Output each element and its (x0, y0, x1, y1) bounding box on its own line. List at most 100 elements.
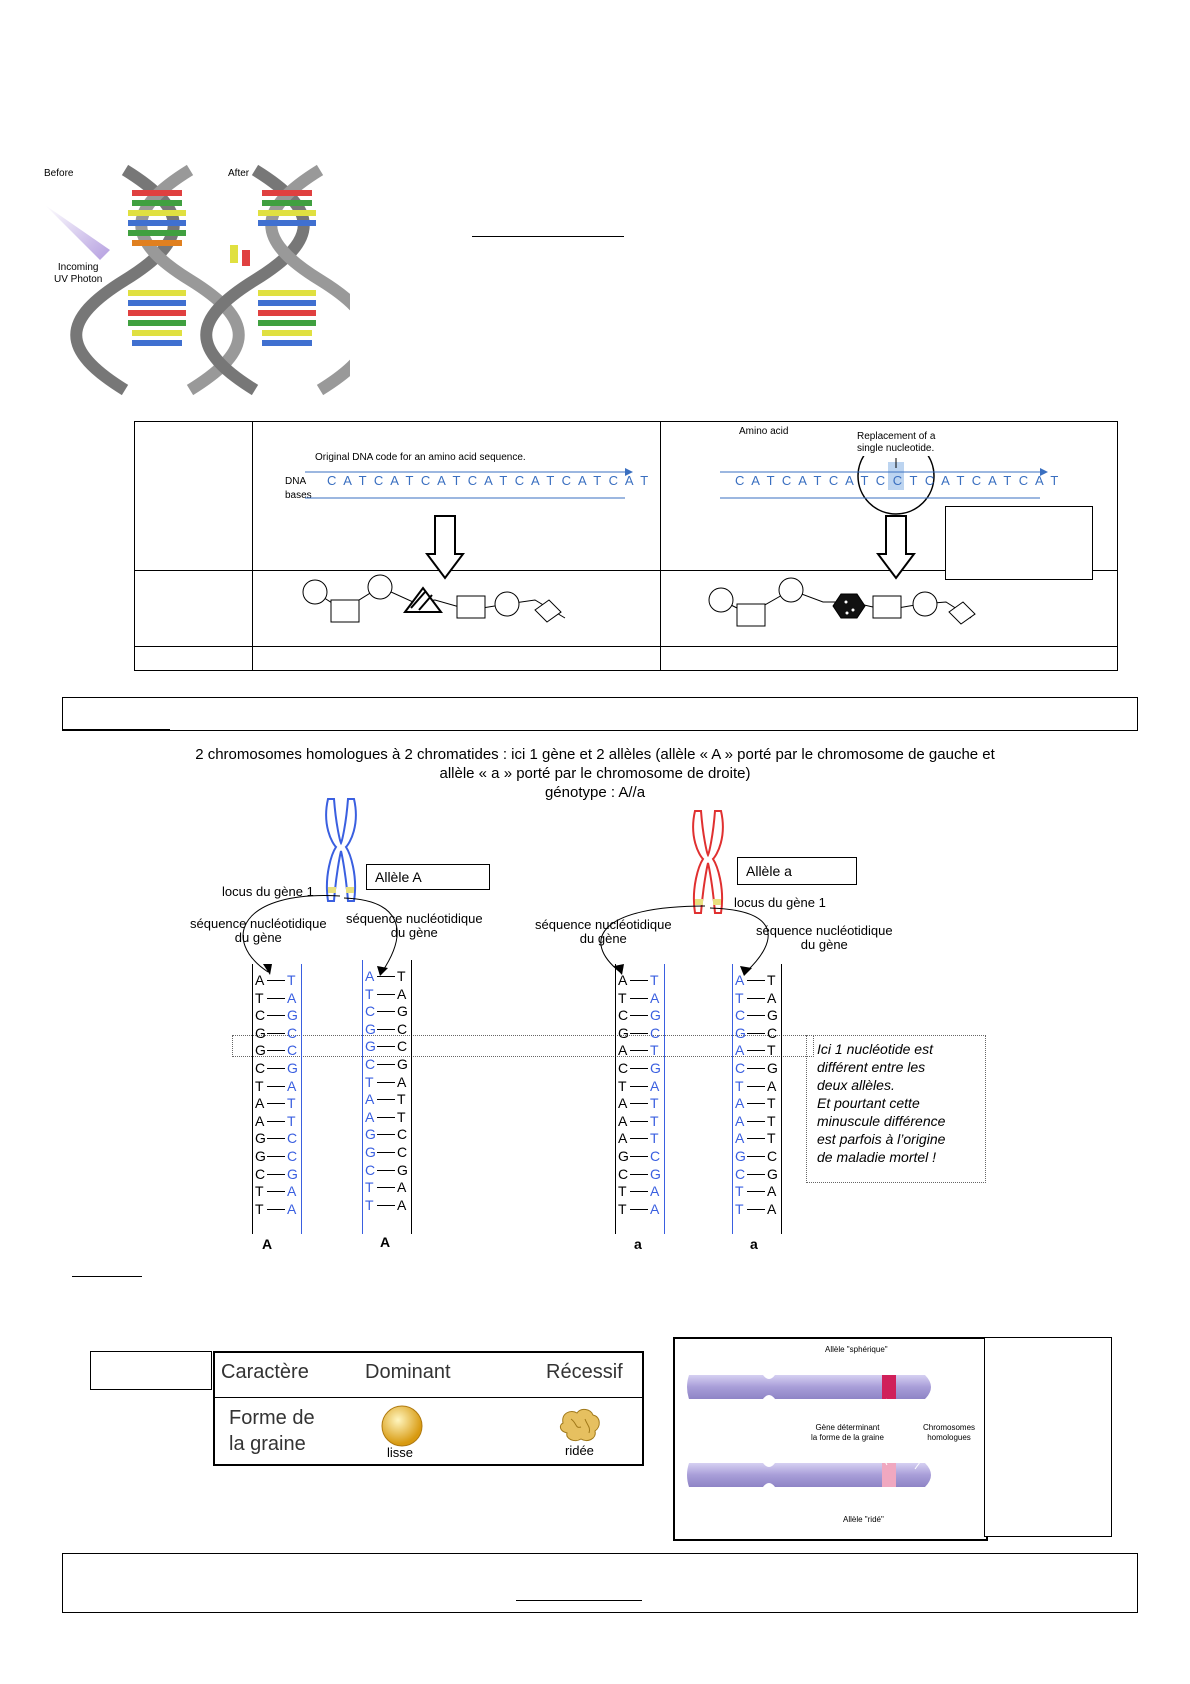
down-arrow-left (425, 515, 465, 580)
final-underline (516, 1600, 642, 1601)
base-right: A (397, 985, 407, 1002)
amino-chain-right (708, 577, 976, 627)
blue-chromosome (325, 798, 357, 902)
base-left: C (255, 1165, 266, 1182)
bond-line (267, 1050, 285, 1052)
conclusion-box[interactable] (62, 697, 1138, 731)
bond-line (377, 1011, 395, 1013)
base-left: G (735, 1148, 746, 1164)
base-left: A (618, 1112, 628, 1129)
base-right: G (650, 1165, 661, 1182)
bond-line (377, 993, 395, 995)
red-chromosome (692, 810, 724, 914)
bond-line (377, 1046, 395, 1048)
base-left: G (618, 1148, 629, 1164)
base-left: T (255, 1077, 264, 1094)
base-right: C (650, 1148, 661, 1164)
bond-line (630, 980, 648, 981)
base-left: C (255, 1060, 266, 1076)
base-right: C (287, 1148, 298, 1164)
bond-line (747, 1085, 765, 1087)
base-right: A (650, 1200, 660, 1217)
base-left: G (618, 1024, 629, 1041)
header-dominant: Dominant (365, 1361, 451, 1383)
sequence-arrows (242, 895, 769, 976)
bond-line (267, 1173, 285, 1175)
base-left: T (255, 1200, 264, 1217)
bond-line (377, 1169, 395, 1171)
base-right: G (650, 1060, 661, 1076)
base-right: C (397, 1038, 408, 1055)
base-right: A (287, 989, 297, 1006)
base-right: A (650, 989, 660, 1006)
base-left: A (735, 972, 745, 988)
answer-box-homolog[interactable] (984, 1337, 1112, 1537)
chromosome-header: 2 chromosomes homologues à 2 chromatides… (195, 746, 995, 801)
base-right: G (397, 1161, 408, 1178)
bond-line (267, 1103, 285, 1105)
base-right: G (767, 1007, 778, 1024)
base-right: A (767, 1200, 777, 1217)
dna-ruler-left (305, 468, 633, 499)
locus-label-left: locus du gène 1 (222, 884, 314, 899)
answer-box-trait[interactable] (90, 1351, 212, 1390)
allele-ride-label: Allèle "ridé" (843, 1515, 884, 1524)
bond-line (267, 1156, 285, 1157)
base-right: T (767, 1112, 776, 1129)
header-recessif: Récessif (546, 1361, 623, 1383)
bond-line (267, 1085, 285, 1087)
mutation-table: Original DNA code for an amino acid sequ… (134, 421, 1118, 671)
base-left: C (735, 1060, 746, 1076)
base-right: C (287, 1130, 298, 1147)
base-right: T (767, 1130, 776, 1147)
base-left: T (255, 989, 264, 1006)
original-sequence: C A T C A T C A T C A T C A T C A T C A … (327, 473, 651, 488)
base-right: G (397, 1056, 408, 1072)
bond-line (630, 1191, 648, 1193)
base-left: T (735, 989, 744, 1006)
base-right: G (397, 1003, 408, 1020)
bond-line (630, 1068, 648, 1069)
homolog-chromosomes-drawing (687, 1361, 938, 1487)
bond-line (630, 1085, 648, 1087)
answer-box-right[interactable] (945, 506, 1093, 580)
base-left: T (255, 1183, 264, 1200)
bond-line (267, 1138, 285, 1140)
bond-line (747, 1173, 765, 1175)
base-right: A (767, 1077, 777, 1094)
bond-line (747, 1208, 765, 1210)
bond-line (747, 1120, 765, 1122)
base-left: A (618, 972, 628, 988)
final-answer-box[interactable] (62, 1553, 1138, 1613)
base-right: C (397, 1126, 408, 1143)
base-left: C (365, 1161, 376, 1178)
